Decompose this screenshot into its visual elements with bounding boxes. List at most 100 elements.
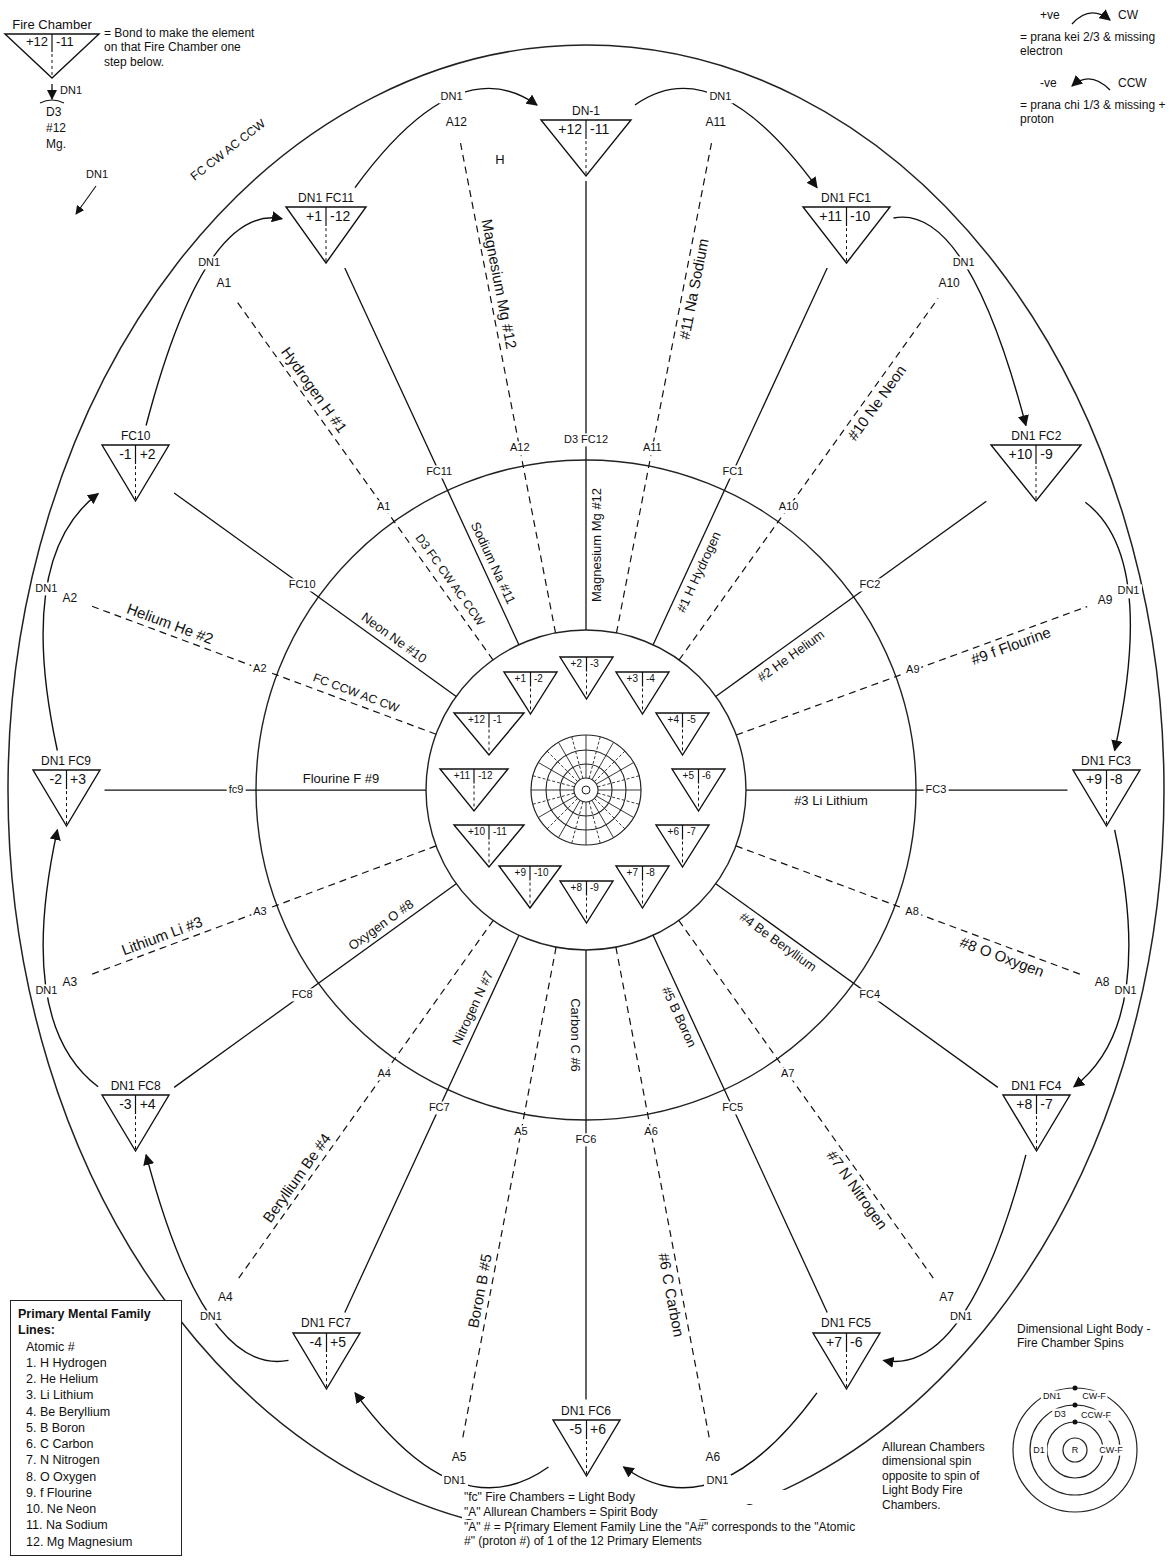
fire-chamber-label: FC1 [720, 466, 745, 479]
allurean-label: A7 [779, 1067, 796, 1080]
charge-cell: +8 [559, 882, 587, 894]
triangle-area: +8 -7 [1002, 1094, 1071, 1152]
charge-number: -6 [850, 1334, 862, 1350]
triangle-divider [641, 672, 642, 687]
spin-direction: CCW [1118, 76, 1147, 90]
triangle-shape [102, 1095, 169, 1151]
triangle-area: +12-11 [540, 119, 632, 177]
allurean-label: A11 [641, 442, 664, 455]
triangle-divider [641, 866, 642, 881]
spin-direction: CW [1118, 8, 1138, 22]
triangle-area: +9-8 [1072, 769, 1141, 827]
triangle-divider [325, 207, 326, 226]
element-symbol: H [495, 152, 504, 168]
key-note: "A" Allurean Chambers = Spirit Body [462, 1505, 866, 1519]
charge-cell: +4 [655, 714, 683, 726]
fire-chamber-triangle: +11-12 [439, 768, 509, 812]
triangle-shape [454, 713, 524, 755]
allurean-label: A3 [61, 975, 80, 989]
fire-chamber-label: FC7 [427, 1101, 452, 1114]
triangle-outline [615, 865, 670, 909]
fire-chamber-triangle: DN1 FC1+11-10 [802, 191, 891, 264]
triangle-divider [682, 825, 683, 840]
element-family-label: #7 N Nitrogen [823, 1147, 891, 1233]
element-list-item: Atomic # [18, 1339, 174, 1355]
leader-line [76, 186, 96, 214]
allurean-label: A12 [444, 114, 469, 128]
triangle-divider [585, 657, 586, 672]
charge-cell: -6 [846, 1334, 881, 1350]
chamber-label: DN1 FC6 [559, 1404, 613, 1418]
fire-chamber-triangle: +1-2 [503, 671, 558, 715]
fire-chamber-triangle: +6-7 [655, 824, 710, 868]
fire-chamber-triangle: DN1 FC4 +8 -7 [1002, 1079, 1071, 1152]
charge-number: -2 [50, 771, 62, 787]
element-list-item: 9. f Flourine [18, 1485, 174, 1501]
spin-dot [1073, 1403, 1078, 1408]
charge-number: -7 [1040, 1096, 1052, 1112]
charge-number: +9 [515, 867, 526, 879]
dn1-arc [635, 88, 817, 187]
fire-chamber-triangle: +4-5 [655, 712, 710, 756]
dn1-arc [43, 830, 98, 1087]
element-list-item: 1. H Hydrogen [18, 1355, 174, 1371]
element-family-label: Sodium Na #11 [468, 519, 519, 606]
triangle-area: +8-9 [559, 880, 614, 924]
dn1-arc [43, 494, 98, 751]
chamber-label: DN1 FC4 [1009, 1079, 1063, 1093]
chamber-label: DN1 FC3 [1079, 754, 1133, 768]
charge-cell: -7 [683, 826, 711, 838]
triangle-area: +2-3 [559, 656, 614, 700]
triangle-divider [488, 825, 489, 840]
triangle-shape [803, 207, 890, 263]
charge-cell: -9 [586, 882, 614, 894]
charge-number: +1 [515, 673, 526, 685]
connector-label: DN1 [707, 90, 733, 103]
element-list-item: 4. Be Beryllium [18, 1404, 174, 1420]
element-family-label: Lithium Li #3 [119, 913, 205, 960]
spin-dot [1073, 1420, 1078, 1425]
key-note: "A" # = P{rimary Element Family Line the… [462, 1520, 866, 1549]
allurean-label: A9 [1096, 593, 1115, 607]
charge-number: +8 [1016, 1096, 1032, 1112]
charge-number: +1 [306, 208, 322, 224]
fire-chamber-line [746, 789, 1068, 790]
charge-number: +10 [1009, 446, 1033, 462]
triangle-area: +9-10 [498, 865, 562, 909]
chamber-label: FC10 [119, 429, 152, 443]
charge-cell: -3 [586, 658, 614, 670]
charge-number: -1 [119, 446, 131, 462]
connector-label: DN1 [33, 985, 59, 998]
triangle-area: +1-2 [503, 671, 558, 715]
fire-chamber-triangle: +3-4 [615, 671, 670, 715]
fire-chamber-line [345, 268, 519, 645]
triangle-dashed-axis [682, 842, 683, 866]
triangle-outline [655, 824, 710, 868]
charge-cell: -4 [642, 673, 670, 685]
element-family-label: #8 O Oxygen [957, 933, 1046, 981]
element-symbol: Mg. [46, 137, 66, 151]
triangle-outline [292, 1332, 361, 1390]
triangle-dashed-axis [135, 1116, 136, 1149]
spin-label: FC CW AC CCW [186, 115, 269, 185]
triangle-area: +6-7 [655, 824, 710, 868]
triangle-area: -1+2 [101, 444, 170, 502]
ring-label: CW-F [1080, 1391, 1107, 1402]
charge-cell: +5 [671, 770, 699, 782]
element-family-label: #4 Be Beryllium [737, 909, 820, 975]
chamber-label: DN1 FC5 [819, 1316, 873, 1330]
fire-chamber-triangle: +7-8 [615, 865, 670, 909]
spin-note: = prana chi 1/3 & missing + proton [1020, 98, 1170, 127]
allurean-label: A8 [903, 905, 920, 918]
allurean-label: A4 [216, 1290, 235, 1304]
fire-chamber-label: FC6 [574, 1133, 599, 1146]
allurean-label: A8 [1093, 975, 1112, 989]
triangle-dashed-axis [489, 730, 490, 754]
allurean-line [88, 846, 436, 976]
chamber-label: DN1 FC8 [109, 1079, 163, 1093]
fire-chamber-line [585, 950, 586, 1400]
allurean-label: A11 [703, 114, 727, 128]
triangle-shape [5, 34, 99, 78]
fire-chamber-triangle: DN1 FC2+10-9 [990, 429, 1082, 502]
core-spoke [547, 798, 577, 828]
